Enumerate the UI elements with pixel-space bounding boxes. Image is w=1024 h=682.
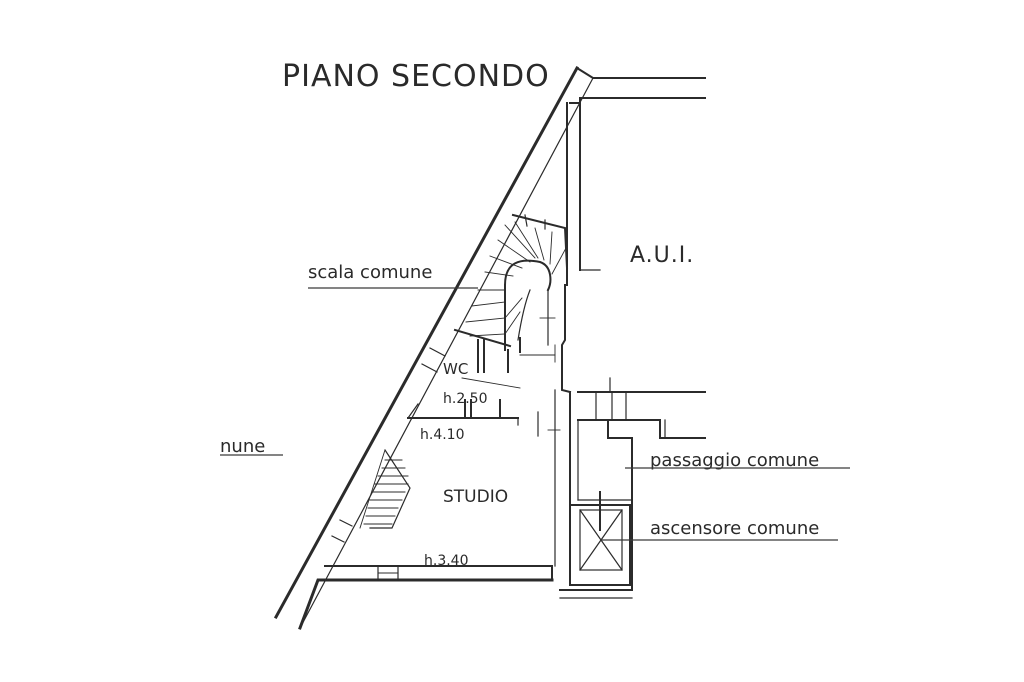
interior-walls — [519, 284, 579, 567]
elevator-shaft — [569, 491, 633, 586]
west-windows — [331, 347, 446, 543]
room-label-aui: A.U.I. — [630, 243, 694, 268]
label-elevator: ascensore comune — [650, 518, 819, 539]
height-label-studio: h.3.40 — [424, 553, 469, 569]
label-left-partial: nune — [220, 436, 265, 457]
height-label-wc: h.2.50 — [443, 391, 488, 407]
room-label-studio: STUDIO — [443, 487, 508, 507]
height-label-upper: h.4.10 — [420, 427, 465, 443]
outer-walls — [273, 65, 706, 630]
plan-title: PIANO SECONDO — [282, 59, 550, 94]
room-label-wc: WC — [443, 360, 468, 378]
wc-room — [407, 339, 521, 426]
studio-stair — [359, 449, 411, 529]
label-stair: scala comune — [308, 262, 432, 283]
spiral-stair — [453, 213, 569, 353]
label-passage: passaggio comune — [650, 450, 819, 471]
passage-area — [577, 377, 706, 501]
